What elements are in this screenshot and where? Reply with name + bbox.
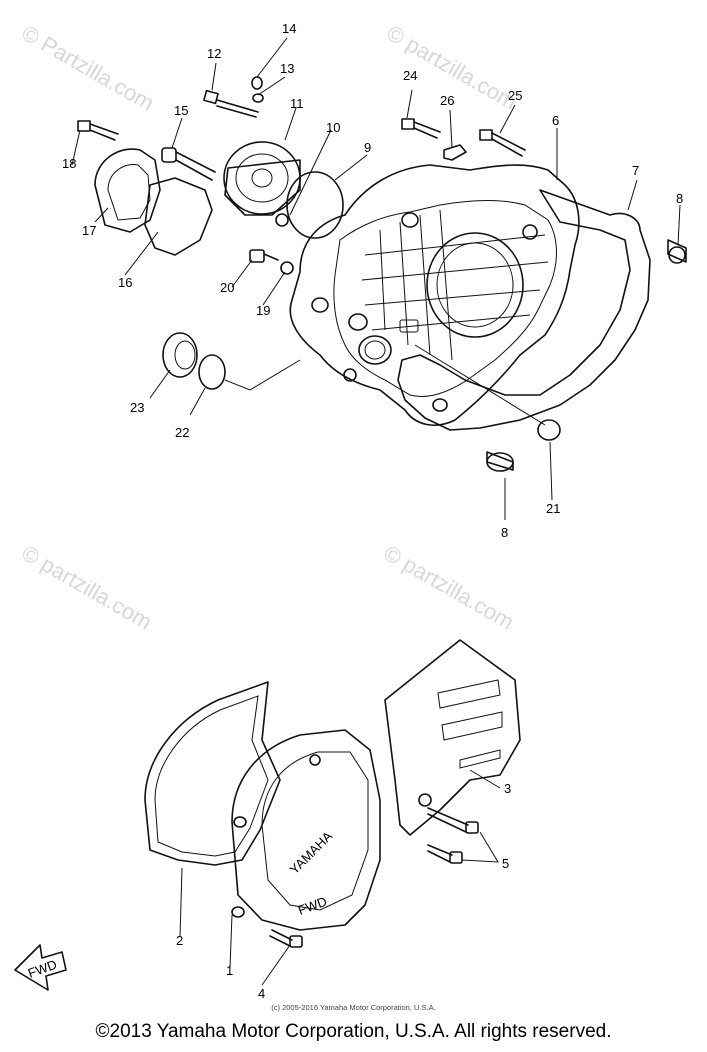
callout-17: 17 (82, 223, 96, 238)
callout-10: 10 (326, 120, 340, 135)
magneto-gasket-inner (154, 695, 269, 857)
callout-5: 5 (502, 856, 509, 871)
magneto-cover: YAMAHA FWD (231, 729, 381, 931)
o-ring (198, 354, 226, 390)
screw-14 (251, 76, 263, 90)
fwd-arrow-icon: FWD (14, 944, 67, 991)
clamp-26 (443, 144, 467, 161)
brand-text: YAMAHA (287, 828, 336, 877)
gasket (397, 189, 651, 431)
callout-21: 21 (546, 501, 560, 516)
pump-cover (94, 148, 161, 233)
callout-26: 26 (440, 93, 454, 108)
dowel-pin (667, 239, 687, 264)
fwd-label: FWD (26, 957, 59, 981)
leader-lines (71, 37, 681, 520)
bolt-4 (269, 929, 303, 948)
bolt-12 (203, 89, 259, 118)
pump-housing (223, 141, 301, 216)
callout-24: 24 (403, 68, 417, 83)
oil-seal (537, 419, 561, 441)
sprocket-cover (384, 639, 521, 836)
bolt-18 (77, 120, 119, 141)
bolt-25 (479, 129, 526, 157)
magneto-gasket (144, 681, 281, 866)
washer-13 (252, 93, 264, 103)
callout-11: 11 (290, 96, 304, 111)
callout-14: 14 (282, 21, 296, 36)
callout-23: 23 (130, 400, 144, 415)
pump-gasket (144, 177, 213, 256)
bolt-20 (249, 249, 279, 263)
bolt-5 (427, 844, 463, 864)
crankcase-cover (289, 164, 580, 426)
callout-20: 20 (220, 280, 234, 295)
callout-6: 6 (552, 113, 559, 128)
bolt-24 (401, 118, 441, 139)
callout-19: 19 (256, 303, 270, 318)
callout-16: 16 (118, 275, 132, 290)
callout-18: 18 (62, 156, 76, 171)
dowel-pin (486, 451, 514, 472)
callout-labels: 1 2 3 4 5 6 7 8 8 9 10 11 12 13 14 15 16… (62, 21, 683, 1001)
seal (275, 213, 289, 227)
callout-1: 1 (226, 963, 233, 978)
plate-text: FWD (296, 894, 329, 918)
callout-15: 15 (174, 103, 188, 118)
bolt-5 (427, 807, 479, 834)
o-ring (286, 171, 344, 239)
callout-4: 4 (258, 986, 265, 1001)
small-copyright: (c) 2005-2016 Yamaha Motor Corporation, … (271, 1003, 436, 1012)
leader-lines (179, 769, 501, 986)
callout-2: 2 (176, 933, 183, 948)
callout-3: 3 (504, 781, 511, 796)
callout-25: 25 (508, 88, 522, 103)
callout-8b: 8 (501, 525, 508, 540)
callout-9: 9 (364, 140, 371, 155)
callout-7: 7 (632, 163, 639, 178)
callout-13: 13 (280, 61, 294, 76)
washer-19 (280, 261, 294, 275)
callout-12: 12 (207, 46, 221, 61)
plug (162, 332, 198, 378)
callout-8a: 8 (676, 191, 683, 206)
bolt-15 (161, 147, 216, 181)
callout-22: 22 (175, 425, 189, 440)
copyright-footer: ©2013 Yamaha Motor Corporation, U.S.A. A… (95, 1021, 612, 1042)
